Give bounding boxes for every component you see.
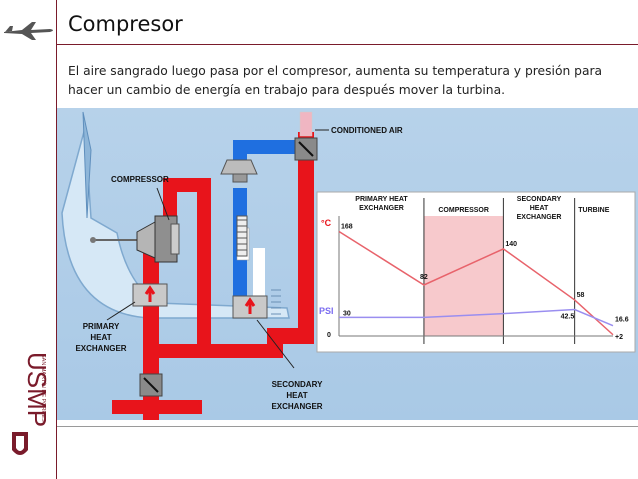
series-line-0 (338, 230, 614, 336)
usmp-logo: USMP SAN MARTÍN DE PORRES (12, 352, 50, 455)
turbine-unit (220, 159, 258, 257)
data-label: +2 (615, 334, 623, 341)
label-secondary-hx-1: SECONDARY (272, 380, 323, 389)
section-label: EXCHANGER (517, 214, 562, 221)
label-primary-hx-1: PRIMARY (83, 322, 120, 331)
section-label: COMPRESSOR (438, 207, 489, 214)
airplane-icon (4, 22, 53, 40)
data-label: 140 (505, 241, 517, 248)
series-label-celsius: °C (321, 218, 332, 228)
logo-subtitle: SAN MARTÍN DE PORRES (40, 354, 47, 422)
secondary-heat-exchanger (232, 295, 268, 319)
data-label: 42.5 (561, 314, 575, 321)
label-conditioned-air: CONDITIONED AIR (331, 126, 403, 135)
section-label: PRIMARY HEAT (355, 196, 408, 203)
engine-fan (82, 111, 92, 219)
section-label: TURBINE (578, 207, 609, 214)
logo-wordmark: USMP (22, 352, 50, 427)
label-secondary-hx-2: HEAT (286, 391, 307, 400)
label-secondary-hx-3: EXCHANGER (271, 402, 322, 411)
slide-title: Compresor (68, 12, 183, 36)
label-primary-hx-3: EXCHANGER (75, 344, 126, 353)
label-compressor: COMPRESSOR (111, 175, 169, 184)
section-label: HEAT (530, 205, 549, 212)
data-label: 16.6 (615, 317, 629, 324)
turbine-outlet-duct (253, 248, 265, 306)
bleed-air-diagram: CONDITIONED AIR COMPRESSOR PRIMARY HEAT … (57, 108, 638, 426)
title-underline (56, 44, 638, 45)
engine-nacelle (61, 127, 290, 319)
temperature-pressure-chart: PRIMARY HEAT EXCHANGER COMPRESSOR SECONDARY… (316, 191, 636, 353)
data-label: 58 (577, 292, 585, 299)
valve-bottom (139, 373, 163, 397)
data-label: 82 (420, 274, 428, 281)
chart-zero-label: 0 (327, 332, 331, 339)
compressor-highlight (423, 216, 504, 336)
data-label: 30 (343, 310, 351, 317)
series-line-1 (339, 308, 614, 327)
section-label: EXCHANGER (359, 205, 404, 212)
sidebar: USMP SAN MARTÍN DE PORRES (0, 0, 56, 479)
valve-top (294, 137, 318, 161)
conditioned-air-outlet (299, 111, 313, 137)
footer-divider (57, 426, 638, 427)
label-primary-hx-2: HEAT (90, 333, 111, 342)
series-label-psi: PSI (319, 306, 334, 316)
data-label: 168 (341, 223, 353, 230)
slide-body: El aire sangrado luego pasa por el compr… (68, 64, 603, 97)
sidebar-divider (56, 0, 57, 479)
diagram-svg: CONDITIONED AIR COMPRESSOR PRIMARY HEAT … (61, 111, 636, 426)
compressor-unit (136, 215, 180, 263)
section-label: SECONDARY (517, 196, 562, 203)
primary-heat-exchanger (132, 283, 168, 307)
